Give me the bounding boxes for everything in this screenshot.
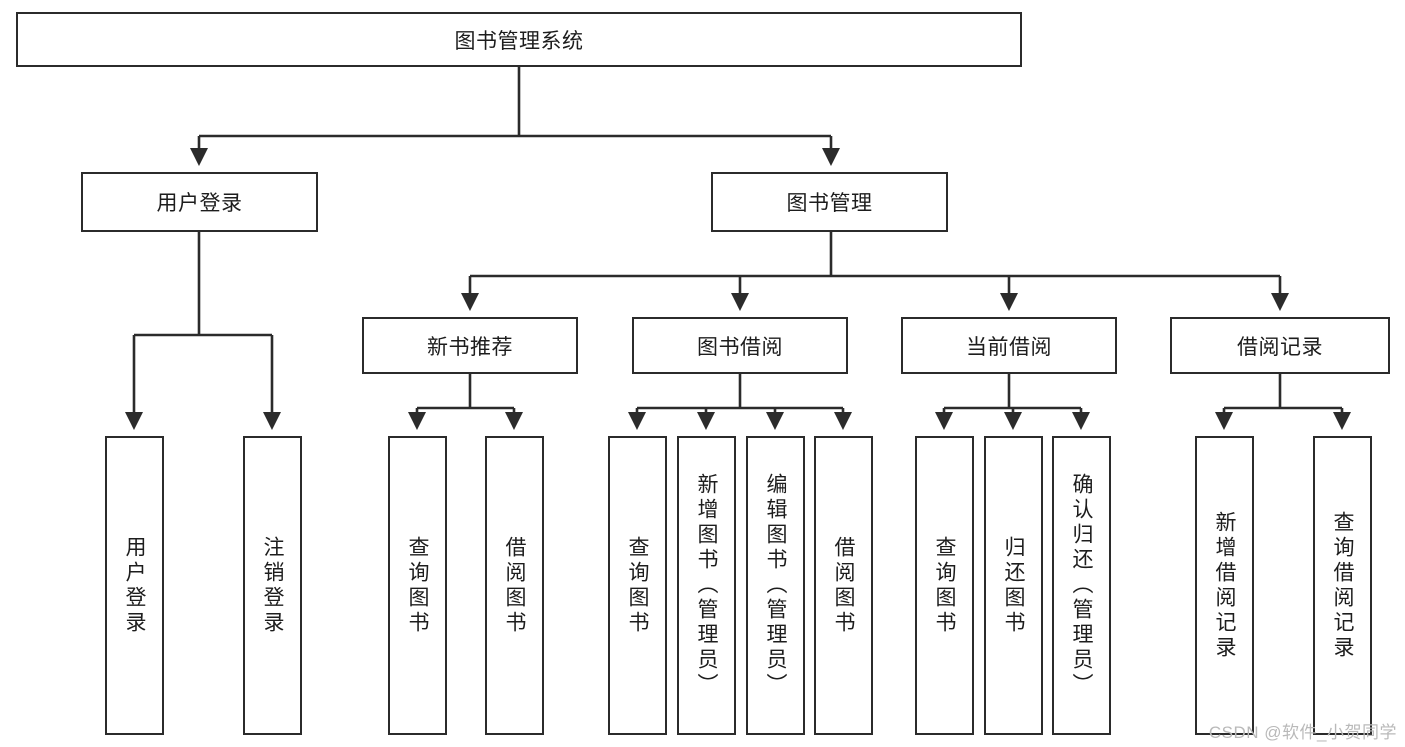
node-leaf-add-record[interactable]: 新增借阅记录 — [1195, 436, 1254, 735]
node-leaf-logout-label: 注销登录 — [261, 535, 284, 636]
node-leaf-confirm-return[interactable]: 确认归还（管理员） — [1052, 436, 1111, 735]
node-borrow-record[interactable]: 借阅记录 — [1170, 317, 1390, 374]
node-leaf-query-book-2[interactable]: 查询图书 — [608, 436, 667, 735]
node-leaf-query-record[interactable]: 查询借阅记录 — [1313, 436, 1372, 735]
node-leaf-edit-book-label: 编辑图书（管理员） — [764, 473, 787, 698]
node-leaf-confirm-return-label: 确认归还（管理员） — [1070, 473, 1093, 698]
node-borrow-record-label: 借阅记录 — [1237, 335, 1323, 359]
node-leaf-borrow-book-1[interactable]: 借阅图书 — [485, 436, 544, 735]
node-leaf-edit-book[interactable]: 编辑图书（管理员） — [746, 436, 805, 735]
csdn-watermark: CSDN @软件_小贺同学 — [1208, 723, 1397, 742]
node-leaf-return-book-label: 归还图书 — [1002, 535, 1025, 636]
node-book-borrow[interactable]: 图书借阅 — [632, 317, 848, 374]
node-root[interactable]: 图书管理系统 — [16, 12, 1022, 67]
node-leaf-add-book-label: 新增图书（管理员） — [695, 473, 718, 698]
node-book-borrow-label: 图书借阅 — [697, 335, 783, 359]
node-root-label: 图书管理系统 — [454, 29, 584, 53]
node-new-book-recommend-label: 新书推荐 — [427, 335, 513, 359]
node-leaf-add-book[interactable]: 新增图书（管理员） — [677, 436, 736, 735]
node-current-borrow[interactable]: 当前借阅 — [901, 317, 1117, 374]
node-leaf-return-book[interactable]: 归还图书 — [984, 436, 1043, 735]
node-leaf-user-login-label: 用户登录 — [123, 535, 146, 636]
node-user-login[interactable]: 用户登录 — [81, 172, 318, 232]
node-leaf-query-book-1[interactable]: 查询图书 — [388, 436, 447, 735]
node-leaf-query-record-label: 查询借阅记录 — [1331, 510, 1354, 661]
node-book-manage-label: 图书管理 — [786, 192, 873, 215]
node-leaf-add-record-label: 新增借阅记录 — [1213, 510, 1236, 661]
node-leaf-query-book-2-label: 查询图书 — [626, 535, 649, 636]
node-new-book-recommend[interactable]: 新书推荐 — [362, 317, 578, 374]
node-user-login-label: 用户登录 — [156, 192, 243, 215]
node-leaf-query-book-3[interactable]: 查询图书 — [915, 436, 974, 735]
node-leaf-borrow-book-2-label: 借阅图书 — [832, 535, 855, 636]
node-current-borrow-label: 当前借阅 — [966, 335, 1052, 359]
node-leaf-query-book-1-label: 查询图书 — [406, 535, 429, 636]
node-book-manage[interactable]: 图书管理 — [711, 172, 948, 232]
node-leaf-query-book-3-label: 查询图书 — [933, 535, 956, 636]
node-leaf-user-login[interactable]: 用户登录 — [105, 436, 164, 735]
node-leaf-logout[interactable]: 注销登录 — [243, 436, 302, 735]
node-leaf-borrow-book-1-label: 借阅图书 — [503, 535, 526, 636]
node-leaf-borrow-book-2[interactable]: 借阅图书 — [814, 436, 873, 735]
